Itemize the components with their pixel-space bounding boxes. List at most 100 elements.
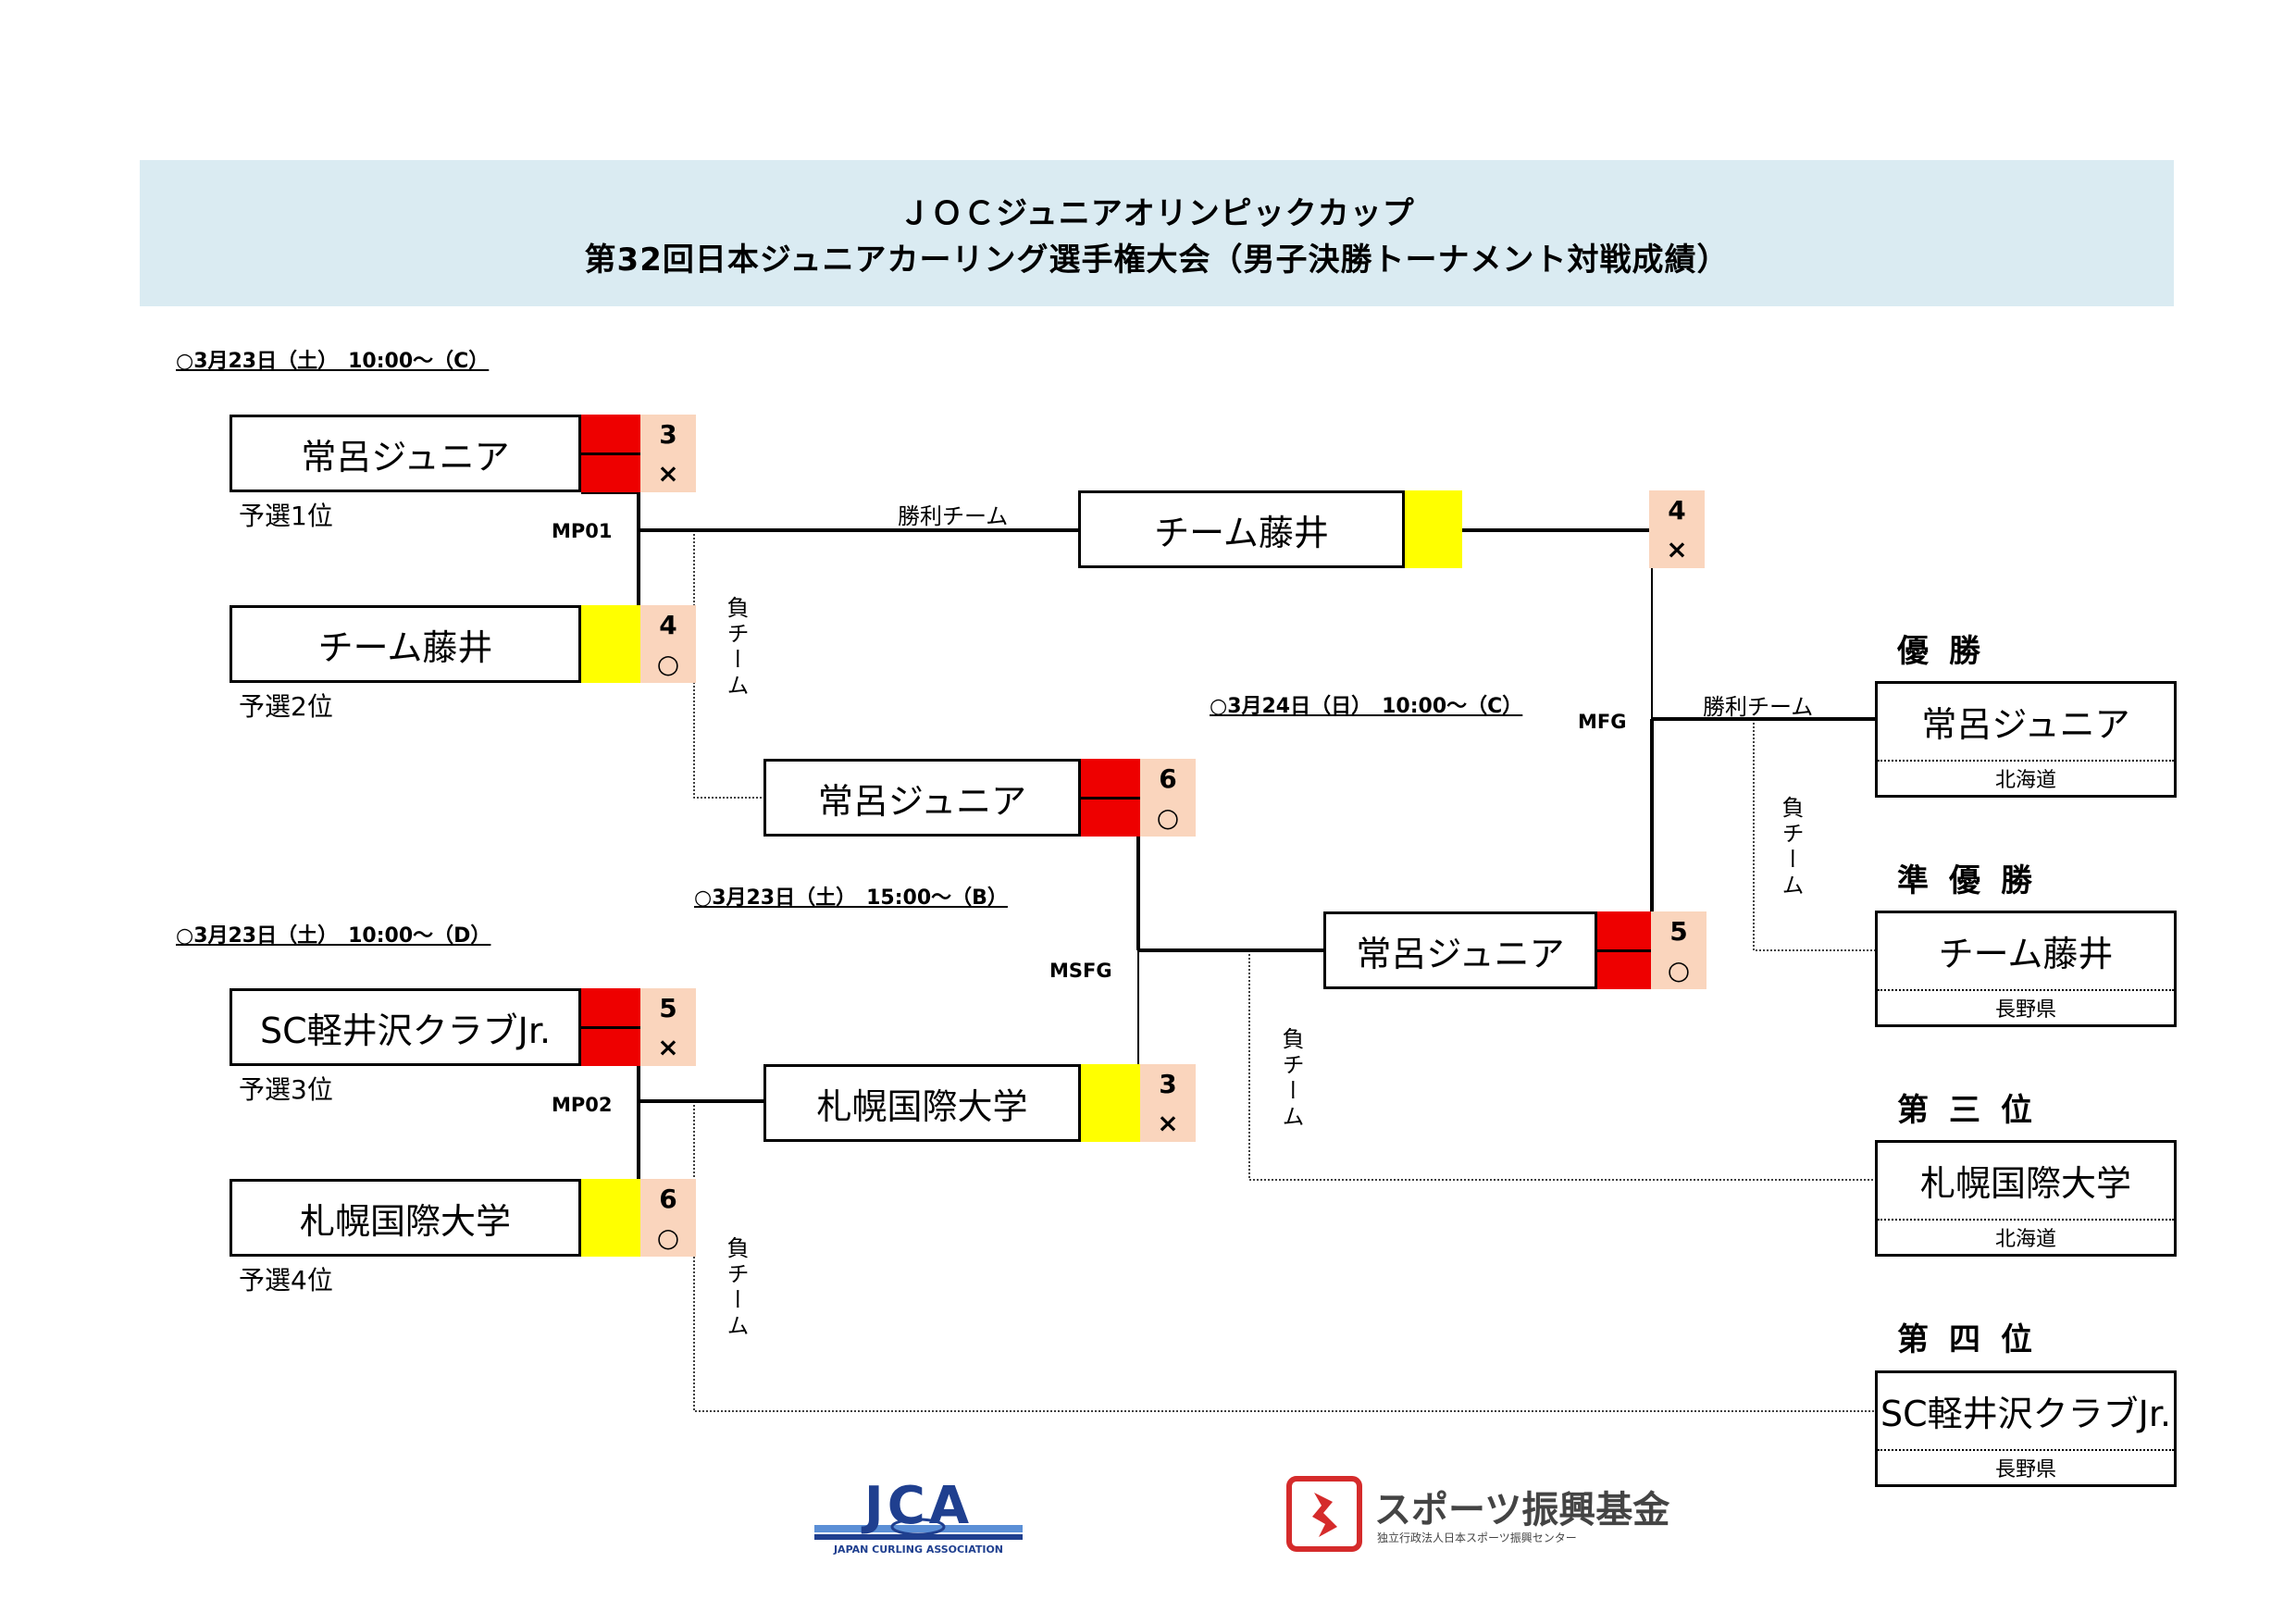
team-name: チーム藤井 (1154, 512, 1329, 553)
result-mark: ○ (1667, 954, 1691, 986)
result-mark: × (657, 457, 679, 489)
score: 4 (1668, 494, 1686, 526)
sports-fund-emblem-icon (1286, 1476, 1362, 1552)
team-box-mfg-2: 常呂ジュニア (1323, 911, 1597, 989)
result-mark: ○ (656, 1221, 680, 1253)
standing-team: SC軽井沢クラブJr. (1880, 1393, 2172, 1434)
jca-name: JAPAN CURLING ASSOCIATION (833, 1543, 1004, 1556)
divider (1878, 1219, 2174, 1221)
session-label-mp01: ○3月23日（土） 10:00～（C） (176, 350, 490, 373)
score-box-mp01-2: 4 ○ (640, 605, 696, 683)
title-line-1: ＪＯＣジュニアオリンピックカップ (899, 195, 1415, 232)
winner-label-mp01: 勝利チーム (898, 503, 1009, 529)
msfg-loser-route (1248, 950, 1875, 1181)
team-box-msfg-2: 札幌国際大学 (763, 1064, 1081, 1142)
result-mark: × (1157, 1107, 1179, 1138)
team-name: チーム藤井 (317, 626, 493, 668)
score-box-mfg-1: 4 × (1649, 490, 1705, 568)
team-box-mp01-2: チーム藤井 (230, 605, 581, 683)
score: 6 (659, 1183, 677, 1214)
divider (1878, 760, 2174, 762)
stone-color-red (1081, 759, 1140, 837)
team-box-msfg-1: 常呂ジュニア (763, 759, 1081, 837)
loser-label-msfg: 負チーム (1278, 1027, 1304, 1131)
stone-color-red (1597, 911, 1651, 989)
score: 6 (1159, 762, 1177, 794)
session-label-mp02: ○3月23日（土） 10:00～（D） (176, 924, 491, 948)
score: 5 (659, 992, 677, 1023)
sports-fund-sub: 独立行政法人日本スポーツ振興センター (1377, 1531, 1577, 1544)
team-name: 札幌国際大学 (299, 1200, 511, 1242)
standing-prefecture: 長野県 (1994, 1458, 2056, 1481)
seed-label-mp02-1: 予選3位 (239, 1074, 333, 1105)
score: 5 (1669, 915, 1688, 947)
score-box-mfg-2: 5 ○ (1651, 911, 1706, 989)
score-box-mp02-1: 5 × (640, 988, 696, 1066)
standing-team: 常呂ジュニア (1921, 703, 2130, 745)
standing-place-3: 第三位 (1897, 1092, 2053, 1129)
session-label-mfg: ○3月24日（日） 10:00～（C） (1210, 695, 1523, 718)
jca-logo-mark (814, 1518, 1023, 1540)
team-box-mp02-2: 札幌国際大学 (230, 1179, 581, 1257)
result-mark: × (1666, 533, 1688, 564)
divider (1878, 989, 2174, 991)
team-name: 常呂ジュニア (817, 780, 1027, 822)
standing-place-4: 第四位 (1897, 1321, 2053, 1358)
stone-color-red (581, 988, 640, 1066)
score-box-mp02-2: 6 ○ (640, 1179, 696, 1257)
standing-box-4: SC軽井沢クラブJr. 長野県 (1875, 1370, 2177, 1487)
seed-label-mp02-2: 予選4位 (239, 1265, 333, 1295)
divider (1878, 1449, 2174, 1451)
score-box-msfg-1: 6 ○ (1140, 759, 1196, 837)
standing-team: チーム藤井 (1938, 933, 2114, 974)
standing-team: 札幌国際大学 (1919, 1162, 2131, 1204)
team-name: SC軽井沢クラブJr. (259, 1010, 552, 1051)
score: 4 (659, 609, 677, 640)
match-code-mfg: MFG (1578, 711, 1627, 733)
standing-box-2: チーム藤井 長野県 (1875, 911, 2177, 1027)
sports-fund-name: スポーツ振興基金 (1374, 1489, 1670, 1531)
standing-prefecture: 北海道 (1994, 1228, 2056, 1251)
stone-color-yellow (581, 1179, 640, 1257)
loser-label-mp01: 負チーム (723, 596, 749, 700)
standing-box-1: 常呂ジュニア 北海道 (1875, 681, 2177, 798)
stone-color-yellow (1405, 490, 1462, 568)
standing-box-3: 札幌国際大学 北海道 (1875, 1140, 2177, 1257)
sports-fund-logo: スポーツ振興基金 独立行政法人日本スポーツ振興センター (1286, 1476, 1669, 1555)
score: 3 (1159, 1068, 1177, 1099)
result-mark: ○ (1156, 801, 1180, 833)
team-box-mp01-1: 常呂ジュニア (230, 415, 581, 492)
team-name: 常呂ジュニア (1356, 933, 1565, 974)
team-name: 常呂ジュニア (301, 436, 510, 477)
score-box-mp01-1: 3 × (640, 415, 696, 492)
session-label-msfg: ○3月23日（土） 15:00～（B） (694, 886, 1008, 910)
stone-color-yellow (581, 605, 640, 683)
winner-label-mfg: 勝利チーム (1703, 694, 1814, 720)
match-code-mp02: MP02 (552, 1094, 613, 1116)
standing-place-1: 優勝 (1897, 633, 2001, 670)
loser-label-mp02: 負チーム (723, 1236, 749, 1340)
mp02-loser-route (693, 1101, 1875, 1412)
team-name: 札幌国際大学 (816, 1085, 1028, 1127)
seed-label-mp01-1: 予選1位 (239, 501, 333, 531)
result-mark: ○ (656, 648, 680, 679)
score-box-msfg-2: 3 × (1140, 1064, 1196, 1142)
standing-prefecture: 長野県 (1994, 998, 2056, 1022)
score: 3 (659, 418, 677, 450)
jca-letters: JCA (863, 1476, 974, 1536)
standing-prefecture: 北海道 (1994, 769, 2056, 792)
title-banner: ＪＯＣジュニアオリンピックカップ 第32回日本ジュニアカーリング選手権大会（男子… (140, 160, 2174, 306)
team-box-mfg-1: チーム藤井 (1078, 490, 1405, 568)
result-mark: × (657, 1031, 679, 1062)
title-line-2: 第32回日本ジュニアカーリング選手権大会（男子決勝トーナメント対戦成績） (584, 242, 1730, 279)
standing-place-2: 準優勝 (1897, 862, 2053, 899)
loser-label-mfg: 負チーム (1778, 796, 1804, 899)
jca-logo: JCA JAPAN CURLING ASSOCIATION (810, 1481, 1027, 1559)
seed-label-mp01-2: 予選2位 (239, 691, 333, 722)
mfg-loser-route (1753, 719, 1875, 951)
stone-color-yellow (1081, 1064, 1140, 1142)
match-code-mp01: MP01 (552, 520, 613, 542)
match-code-msfg: MSFG (1049, 960, 1112, 982)
team-box-mp02-1: SC軽井沢クラブJr. (230, 988, 581, 1066)
